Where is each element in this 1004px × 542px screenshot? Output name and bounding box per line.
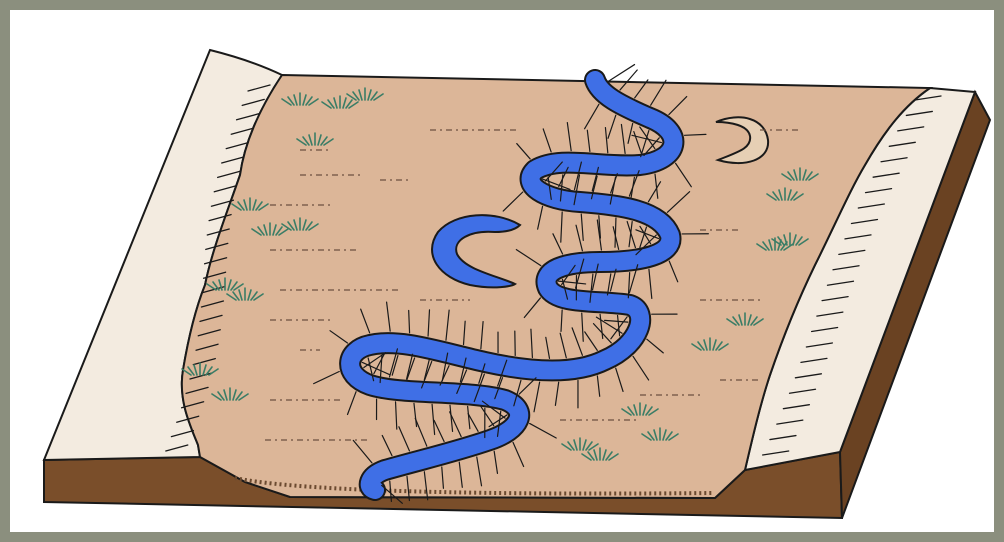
- bank-hatch: [609, 65, 634, 81]
- diagram-canvas: [10, 10, 994, 532]
- floodplain-block-diagram: [10, 10, 994, 532]
